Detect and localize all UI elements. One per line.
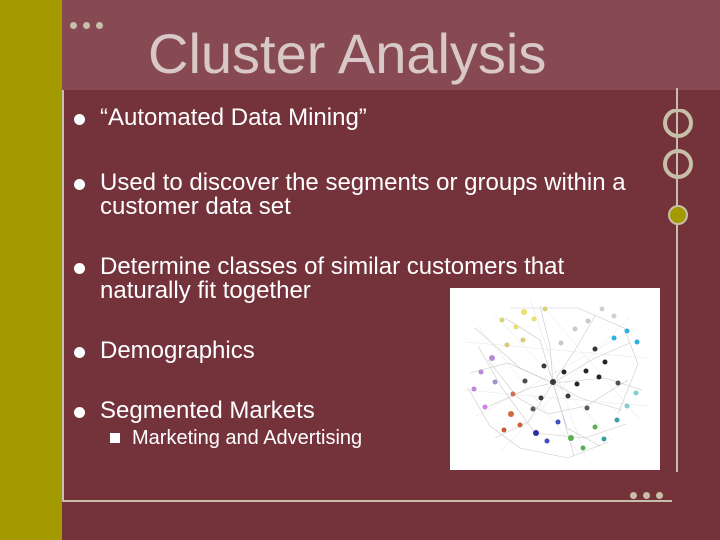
bullet-icon	[74, 114, 85, 125]
network-graph-icon	[450, 288, 660, 470]
bullet-text: Segmented Markets	[100, 397, 315, 424]
title-panel	[62, 0, 720, 90]
dot-icon	[630, 492, 637, 499]
dot-icon	[643, 492, 650, 499]
network-graph-image	[450, 288, 660, 470]
bullet-text: Determine classes of similar customers t…	[100, 253, 565, 304]
bullet-text: “Automated Data Mining”	[100, 104, 367, 131]
top-dot-ornament-icon	[70, 22, 103, 29]
subbullet-text: Marketing and Advertising	[132, 427, 363, 449]
dot-icon	[656, 492, 663, 499]
bullet-icon	[74, 179, 85, 190]
bullet-icon	[74, 263, 85, 274]
frame-right-line	[676, 88, 678, 472]
bullet-icon	[74, 347, 85, 358]
bottom-dot-ornament-icon	[630, 492, 663, 499]
frame-left-line	[62, 90, 64, 501]
dot-icon	[83, 22, 90, 29]
slide-title: Cluster Analysis	[148, 22, 547, 85]
dot-icon	[96, 22, 103, 29]
frame-bottom-line	[62, 500, 672, 502]
stacked-rings-icon	[663, 109, 693, 225]
dot-icon	[70, 22, 77, 29]
bullet-text: Used to discover the segments or groups …	[100, 169, 626, 220]
bullet-text: Demographics	[100, 337, 255, 364]
subbullet-icon	[110, 433, 120, 443]
bullet-icon	[74, 407, 85, 418]
